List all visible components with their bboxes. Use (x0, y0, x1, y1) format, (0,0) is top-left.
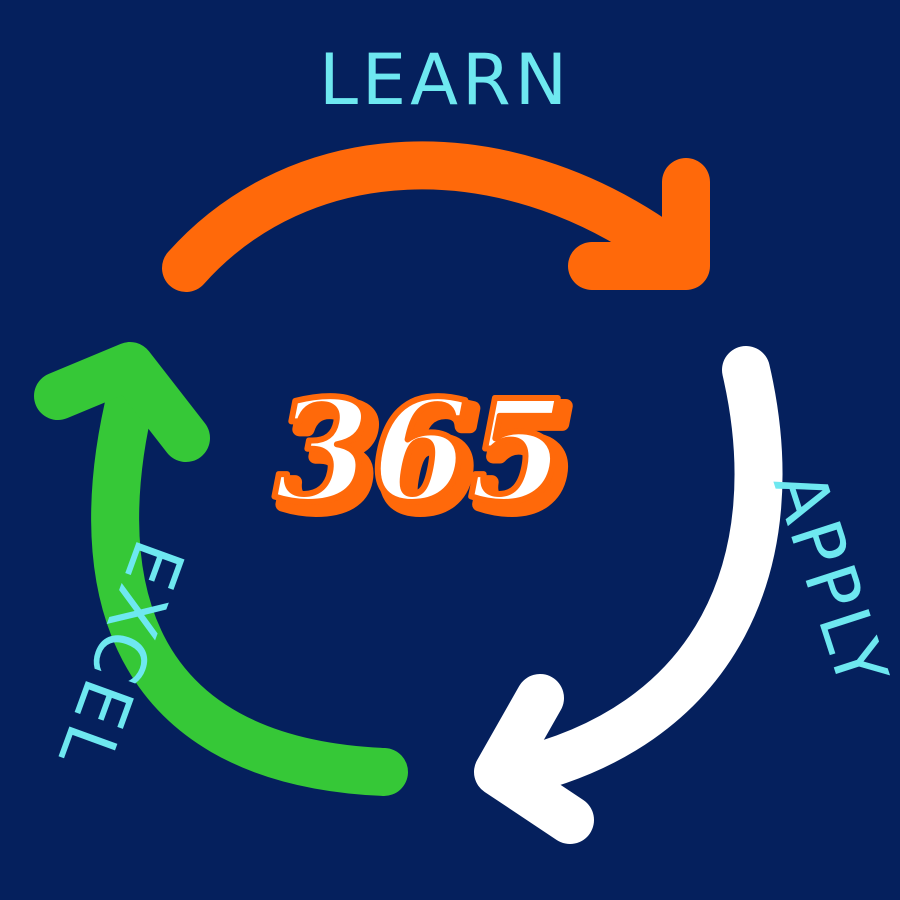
learn-arrow-icon (162, 141, 710, 292)
excel-arrow-icon (34, 342, 408, 796)
apply-arrow-icon (474, 346, 783, 844)
center-number: 365 (274, 370, 566, 534)
center-number-outline: 365 (282, 378, 574, 542)
learn-label: LEARN (319, 39, 571, 121)
